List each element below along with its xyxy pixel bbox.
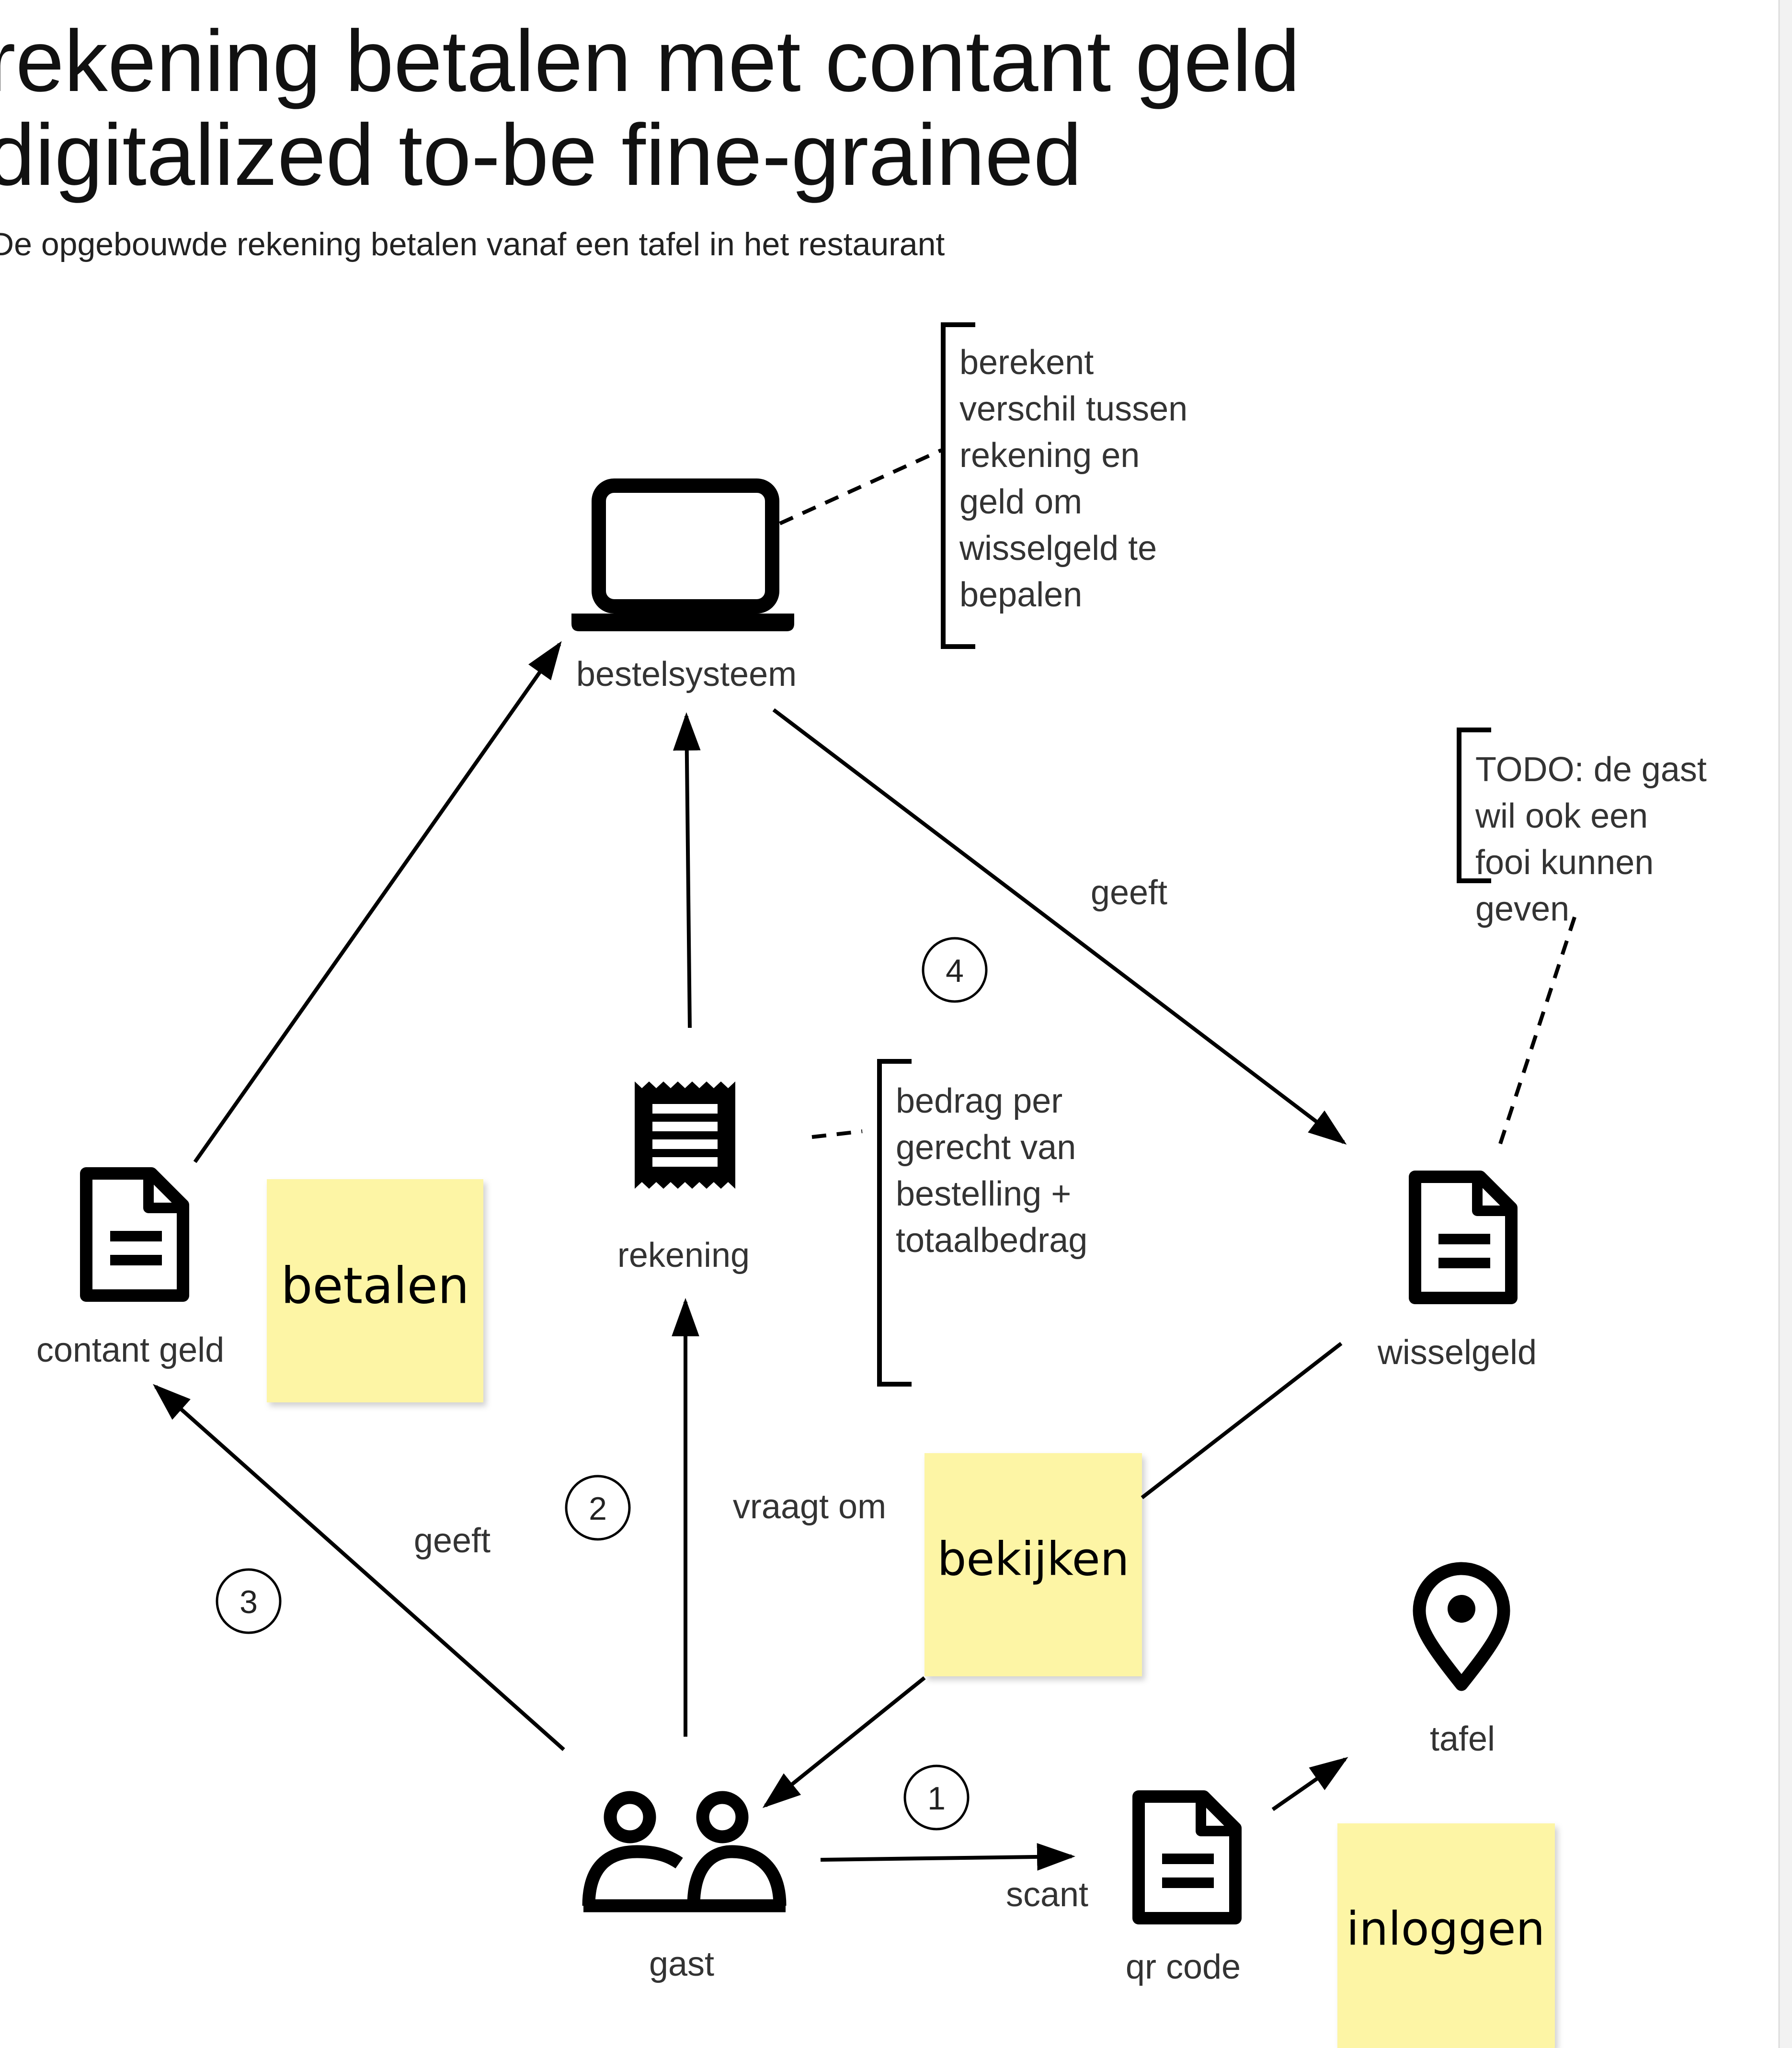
document-icon-wisselgeld[interactable] <box>1409 1171 1518 1304</box>
annotation-bestelsysteem-line: geld om <box>959 483 1082 521</box>
edge-qr-code-to-tafel[interactable] <box>1271 1757 1348 1811</box>
sticky-note-betalen-text: betalen <box>281 1256 469 1315</box>
step-number-1: 1 <box>927 1780 946 1817</box>
node-label-bestelsysteem: bestelsysteem <box>576 655 797 694</box>
edge-rekening-to-bestelsysteem[interactable] <box>673 712 701 1028</box>
dashed-link-rekening-note <box>811 1129 863 1139</box>
step-marker-4 <box>922 937 988 1003</box>
step-marker-2 <box>565 1475 631 1541</box>
step-number-4: 4 <box>946 953 964 989</box>
annotation-bestelsysteem-line: wisselgeld te <box>959 529 1157 568</box>
edge-gast-to-qr-code[interactable] <box>820 1843 1075 1871</box>
edge-label-scant: scant <box>1006 1876 1088 1914</box>
annotation-todo-line: geven <box>1475 890 1569 928</box>
annotation-bracket-rekening <box>877 1059 912 1387</box>
annotation-bestelsysteem-line: verschil tussen <box>959 390 1187 428</box>
annotation-bestelsysteem-line: rekening en <box>959 436 1140 475</box>
document-icon-contant-geld[interactable] <box>80 1167 189 1302</box>
node-label-gast: gast <box>649 1945 714 1983</box>
edge-gast-to-contant-geld[interactable] <box>153 1384 565 1751</box>
sticky-note-inloggen-text: inloggen <box>1347 1902 1545 1956</box>
people-icon[interactable] <box>582 1791 787 1912</box>
annotation-rekening: bedrag per gerecht van bestelling + tota… <box>896 1082 1087 1260</box>
annotation-bestelsysteem-line: berekent <box>959 343 1094 382</box>
annotation-todo-line: TODO: de gast <box>1475 751 1707 789</box>
step-number-3: 3 <box>240 1584 258 1620</box>
annotation-todo-line: fooi kunnen <box>1475 843 1654 882</box>
annotation-rekening-line: bestelling + <box>896 1175 1071 1213</box>
sticky-note-bekijken[interactable]: bekijken <box>925 1453 1142 1676</box>
step-marker-3 <box>216 1568 282 1634</box>
sticky-note-inloggen[interactable]: inloggen <box>1337 1823 1555 2048</box>
annotation-rekening-line: bedrag per <box>896 1082 1062 1120</box>
sticky-note-betalen[interactable]: betalen <box>267 1179 483 1402</box>
node-label-qr-code: qr code <box>1126 1948 1241 1986</box>
dashed-link-bestelsysteem-note <box>779 448 942 525</box>
dashed-link-todo-note <box>1498 909 1579 1145</box>
edge-bestelsysteem-to-wisselgeld[interactable] <box>772 708 1347 1145</box>
annotation-todo: TODO: de gast wil ook een fooi kunnen ge… <box>1475 751 1716 928</box>
annotation-bracket-bestelsysteem <box>941 322 975 649</box>
edge-label-geeft-left: geeft <box>414 1522 491 1560</box>
diagram-title-line-1: rekening betalen met contant geld <box>0 12 1300 110</box>
sticky-note-bekijken-text: bekijken <box>937 1532 1129 1586</box>
document-icon-qr-code[interactable] <box>1132 1790 1242 1924</box>
edge-wisselgeld-to-bekijken[interactable] <box>1141 1342 1343 1500</box>
step-number-2: 2 <box>589 1490 607 1527</box>
edge-label-geeft-top: geeft <box>1091 874 1167 912</box>
diagram-title-line-2: digitalized to-be fine-grained <box>0 106 1082 204</box>
annotation-bestelsysteem: berekent verschil tussen rekening en gel… <box>959 343 1197 614</box>
annotation-rekening-line: totaalbedrag <box>896 1221 1087 1260</box>
receipt-icon[interactable] <box>635 1081 735 1189</box>
edge-contant-geld-to-bestelsysteem[interactable] <box>193 641 562 1163</box>
node-label-rekening: rekening <box>617 1236 750 1274</box>
node-label-tafel: tafel <box>1430 1720 1495 1758</box>
annotation-rekening-line: gerecht van <box>896 1128 1076 1167</box>
map-pin-icon[interactable] <box>1413 1562 1510 1691</box>
step-marker-1 <box>903 1764 970 1831</box>
annotation-bestelsysteem-line: bepalen <box>959 576 1082 614</box>
node-label-contant-geld: contant geld <box>36 1331 224 1369</box>
diagram-subtitle: De opgebouwde rekening betalen vanaf een… <box>0 226 945 262</box>
edge-bekijken-to-gast[interactable] <box>762 1676 926 1809</box>
laptop-icon[interactable] <box>571 478 794 631</box>
node-label-wisselgeld: wisselgeld <box>1377 1333 1537 1372</box>
right-edge-strip <box>1779 0 1792 2048</box>
edge-label-vraagt-om: vraagt om <box>733 1488 886 1526</box>
annotation-todo-line: wil ook een <box>1475 797 1648 835</box>
annotation-bracket-todo <box>1457 728 1491 883</box>
